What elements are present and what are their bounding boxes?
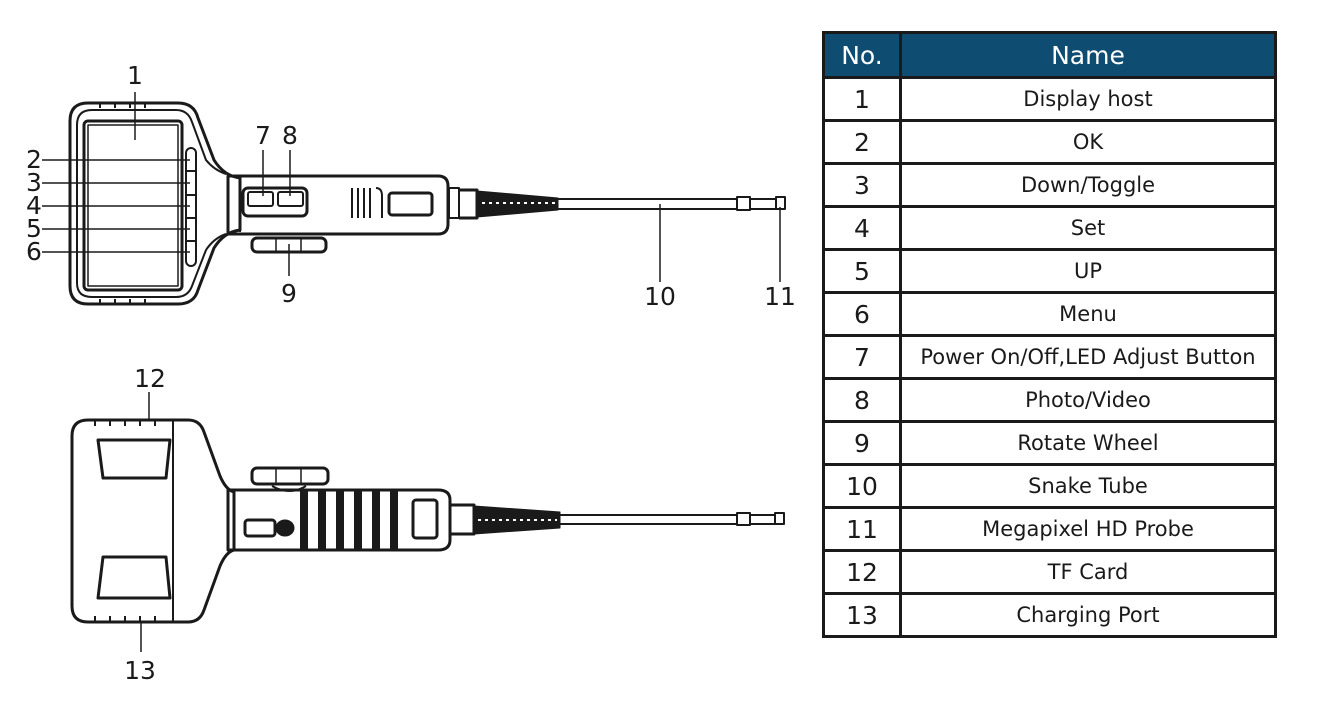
row-name: OK [899, 119, 1277, 165]
row-name: Display host [899, 76, 1277, 122]
leader-lines-bottom [140, 392, 150, 652]
device-back-view [70, 418, 785, 624]
callout-6: 6 [26, 237, 42, 266]
device-front-view [68, 101, 786, 306]
callout-9: 9 [281, 279, 297, 308]
row-name: Snake Tube [899, 463, 1277, 509]
row-name: Menu [899, 291, 1277, 337]
row-no: 8 [822, 377, 902, 423]
row-name: Set [899, 205, 1277, 251]
row-no: 13 [822, 592, 902, 638]
callout-3: 3 [26, 168, 42, 197]
row-no: 7 [822, 334, 902, 380]
callout-12: 12 [134, 364, 166, 393]
row-no: 3 [822, 162, 902, 208]
header-name: Name [899, 31, 1277, 79]
row-no: 1 [822, 76, 902, 122]
header-no: No. [822, 31, 902, 79]
callout-5: 5 [26, 214, 42, 243]
row-name: Megapixel HD Probe [899, 506, 1277, 552]
row-no: 4 [822, 205, 902, 251]
callout-8: 8 [282, 121, 298, 150]
callout-11: 11 [764, 282, 796, 311]
endoscope-diagram: 1 2 3 4 5 6 7 8 9 10 11 12 13 [26, 61, 796, 685]
row-no: 10 [822, 463, 902, 509]
tf-card-slot [275, 519, 295, 537]
callout-labels: 1 2 3 4 5 6 7 8 9 10 11 12 13 [26, 61, 796, 685]
row-no: 12 [822, 549, 902, 595]
row-no: 5 [822, 248, 902, 294]
charging-port [243, 518, 277, 538]
callout-2: 2 [26, 145, 42, 174]
callout-7: 7 [255, 121, 271, 150]
leader-lines-top [42, 92, 781, 282]
callout-4: 4 [26, 191, 42, 220]
row-no: 2 [822, 119, 902, 165]
row-name: Photo/Video [899, 377, 1277, 423]
row-name: Charging Port [899, 592, 1277, 638]
row-no: 11 [822, 506, 902, 552]
row-name: TF Card [899, 549, 1277, 595]
callout-1: 1 [127, 61, 143, 90]
table-header-row: No. Name [822, 31, 1277, 79]
callout-13: 13 [124, 656, 156, 685]
row-no: 6 [822, 291, 902, 337]
row-name: UP [899, 248, 1277, 294]
row-name: Power On/Off,LED Adjust Button [899, 334, 1277, 380]
row-no: 9 [822, 420, 902, 466]
callout-10: 10 [644, 282, 676, 311]
row-name: Down/Toggle [899, 162, 1277, 208]
row-name: Rotate Wheel [899, 420, 1277, 466]
